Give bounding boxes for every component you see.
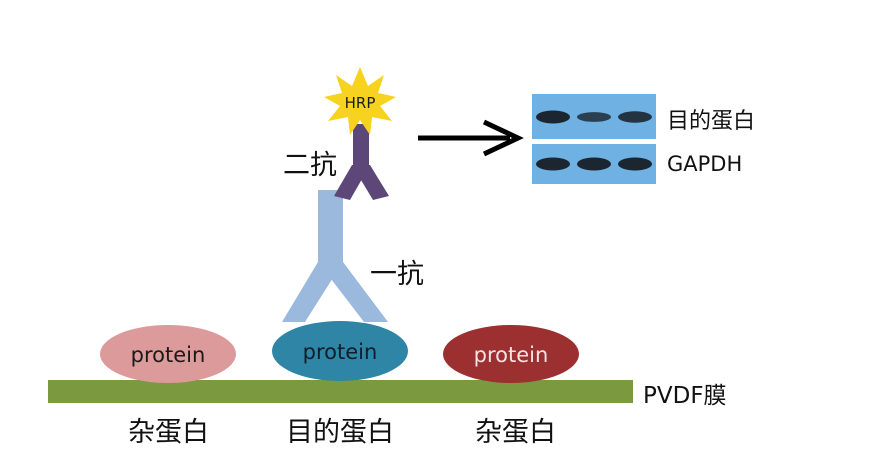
- primary-antibody-shape: [282, 190, 388, 322]
- blot-band: [536, 157, 570, 171]
- result-arrow-icon: [418, 119, 524, 157]
- membrane-label: PVDF膜: [643, 383, 727, 409]
- protein-caption-target: 目的蛋白: [286, 417, 394, 448]
- protein-caption-left: 杂蛋白: [128, 417, 209, 448]
- protein-caption-right: 杂蛋白: [475, 417, 556, 448]
- protein-label: protein: [303, 340, 378, 364]
- protein-label: protein: [474, 343, 549, 367]
- primary-antibody-label: 一抗: [370, 259, 424, 290]
- protein-label: protein: [131, 343, 206, 367]
- blot-band: [618, 157, 652, 171]
- blot-band: [536, 110, 570, 124]
- protein-nonspecific-right: protein: [443, 325, 579, 383]
- secondary-antibody-shape: [334, 124, 389, 200]
- pvdf-membrane: [48, 380, 633, 403]
- protein-nonspecific-left: protein: [100, 325, 236, 383]
- hrp-enzyme-icon: [324, 67, 396, 135]
- blot-row-label-target: 目的蛋白: [667, 109, 756, 134]
- protein-target: protein: [272, 321, 408, 381]
- blot-band: [577, 157, 611, 171]
- secondary-antibody-label: 二抗: [283, 150, 337, 181]
- blot-row-label-gapdh: GAPDH: [667, 152, 743, 176]
- blot-band: [618, 111, 652, 123]
- blot-bands: [536, 110, 652, 171]
- hrp-label: HRP: [345, 94, 376, 112]
- blot-band: [577, 112, 611, 122]
